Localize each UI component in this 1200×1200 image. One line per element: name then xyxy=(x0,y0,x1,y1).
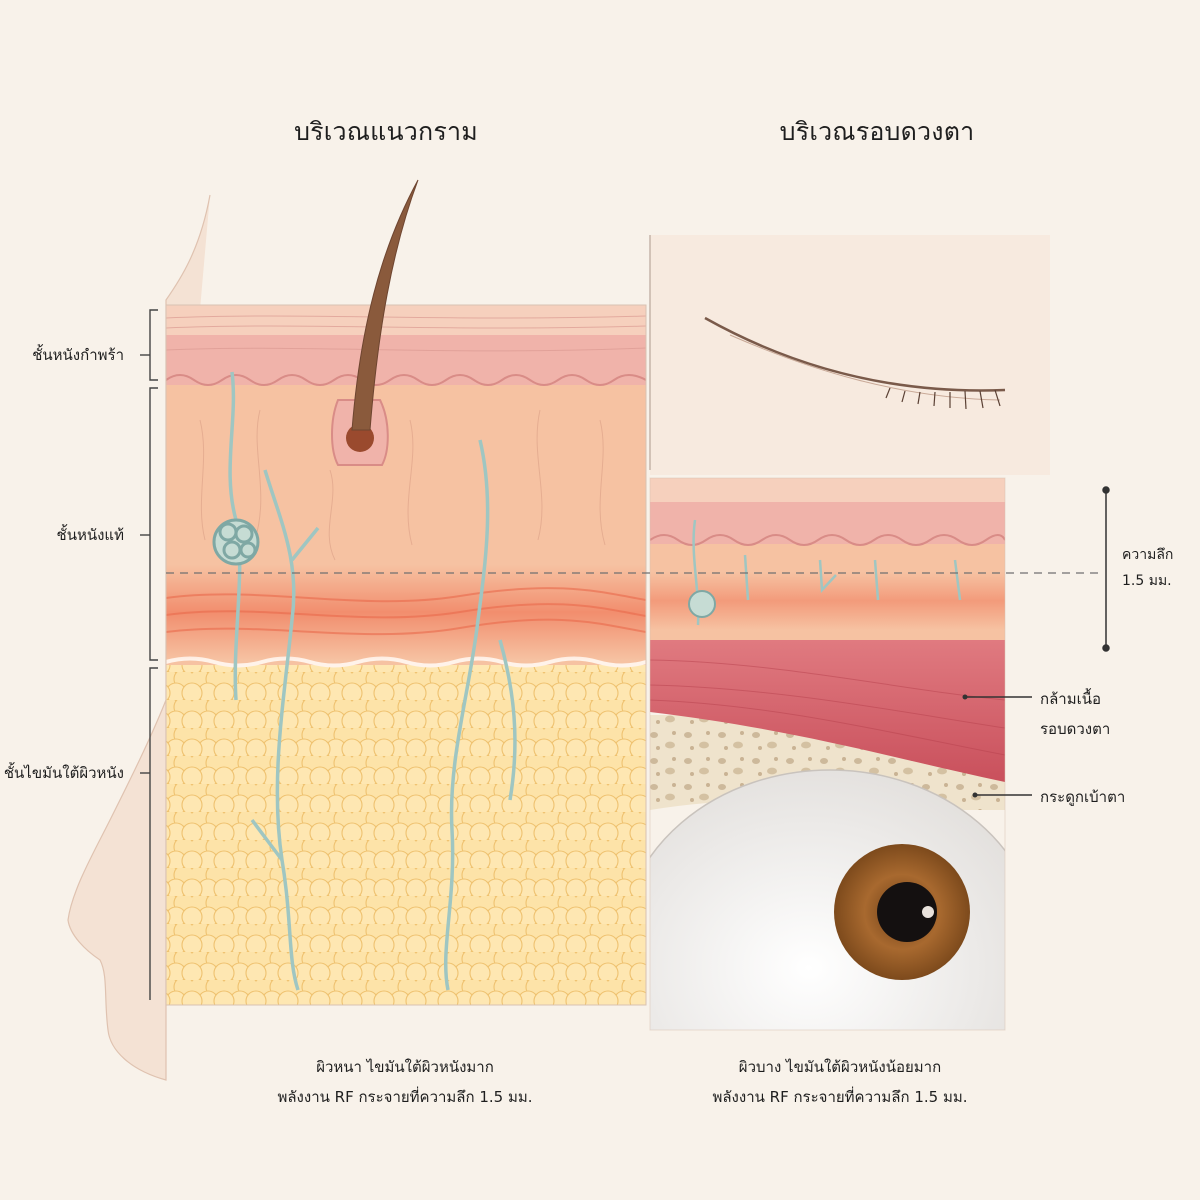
depth-label-line2: 1.5 มม. xyxy=(1122,573,1172,589)
eye-sweat-gland-icon xyxy=(688,590,716,618)
epidermis-label: ชั้นหนังกำพร้า xyxy=(32,346,124,364)
muscle-label-line1: กล้ามเนื้อ xyxy=(1040,690,1101,708)
jaw-dermal-fibers xyxy=(199,409,606,561)
jawline-caption: ผิวหนา ไขมันใต้ผิวหนังมาก พลังงาน RF กระ… xyxy=(277,1052,532,1112)
eye-area-background xyxy=(650,235,1050,475)
muscle-label-line2: รอบดวงตา xyxy=(1040,720,1111,738)
eye-area-section xyxy=(650,478,1005,1030)
eye-caption: ผิวบาง ไขมันใต้ผิวหนังน้อยมาก พลังงาน RF… xyxy=(712,1052,967,1112)
closed-eyelid xyxy=(704,316,1006,410)
subcutaneous-fat-label: ชั้นไขมันใต้ผิวหนัง xyxy=(3,764,124,782)
sweat-gland-icon xyxy=(212,518,260,566)
depth-bracket xyxy=(1102,486,1110,652)
depth-label-line1: ความลึก xyxy=(1122,547,1174,563)
depth-label: ความลึก 1.5 มม. xyxy=(1122,542,1173,594)
jawline-caption-line2: พลังงาน RF กระจายที่ความลึก 1.5 มม. xyxy=(277,1088,533,1106)
jaw-subcutaneous-fat xyxy=(166,660,646,1005)
jawline-skin-section xyxy=(166,305,646,1005)
eye-area-title: บริเวณรอบดวงตา xyxy=(779,117,975,146)
hair-follicle-icon xyxy=(331,179,419,466)
eye-caption-line2: พลังงาน RF กระจายที่ความลึก 1.5 มม. xyxy=(712,1088,968,1106)
eye-muscle xyxy=(650,640,1005,782)
muscle-label: กล้ามเนื้อ รอบดวงตา xyxy=(1040,684,1110,744)
pupil-icon xyxy=(877,882,937,942)
eye-caption-line1: ผิวบาง ไขมันใต้ผิวหนังน้อยมาก xyxy=(738,1058,942,1076)
jawline-caption-line1: ผิวหนา ไขมันใต้ผิวหนังมาก xyxy=(316,1058,494,1076)
jawline-title: บริเวณแนวกราม xyxy=(294,117,478,146)
layer-brackets xyxy=(140,309,158,1000)
jaw-rf-band xyxy=(166,565,646,660)
jaw-blood-vessels xyxy=(228,371,517,991)
bone-label: กระดูกเบ้าตา xyxy=(1040,788,1126,806)
dermis-label: ชั้นหนังแท้ xyxy=(56,526,124,544)
